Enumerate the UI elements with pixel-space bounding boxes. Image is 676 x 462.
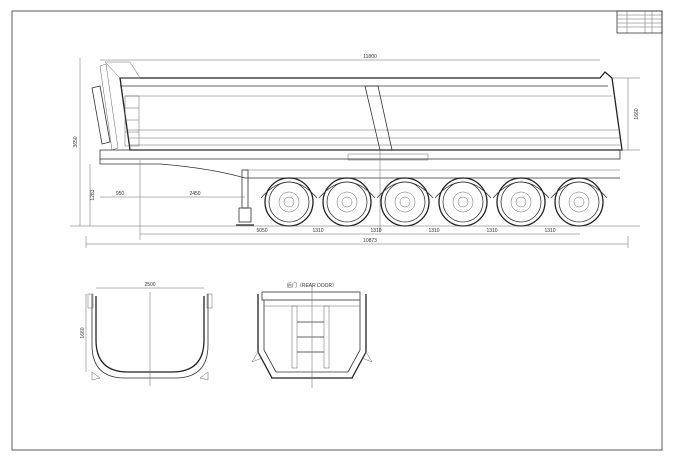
dim-overall-height: 3650: [73, 136, 79, 147]
dim-body-height: 1660: [634, 108, 640, 119]
rear-section-view: 后门（REAR DOOR）: [251, 282, 373, 388]
wheel: [550, 177, 608, 227]
mudguard: [492, 181, 550, 199]
front-section-view: 2500 1660: [80, 282, 213, 386]
dim-axle-spacing-2: 1310: [370, 228, 381, 234]
landing-gear: [236, 169, 254, 226]
drawing-border: [11, 10, 663, 451]
dim-axle-spacing-5: 1310: [544, 228, 555, 234]
dimensions: 11800 3650 1660 1283 950 2450 5050 1310 …: [73, 54, 640, 248]
dim-section-width: 2500: [144, 282, 155, 288]
wheel: [376, 177, 434, 227]
mudguard: [318, 181, 376, 199]
dim-king-pin-landing-gear: 2450: [189, 191, 200, 197]
mudguard: [434, 181, 492, 199]
side-view: 11800 3650 1660 1283 950 2450 5050 1310 …: [70, 54, 640, 248]
dim-axle-spacing-4: 1310: [486, 228, 497, 234]
wheel-group: [260, 177, 608, 227]
hydraulic-cylinder: [91, 63, 119, 151]
tipper-body: [104, 61, 623, 151]
wheel: [318, 177, 376, 227]
mudguard: [550, 181, 608, 199]
wheel: [260, 177, 318, 227]
dim-body-length: 11800: [363, 54, 377, 60]
mudguard: [376, 181, 434, 199]
dim-king-pin-front: 950: [116, 191, 125, 197]
wheel: [434, 177, 492, 227]
dim-fifth-wheel-height: 1283: [90, 189, 96, 200]
dim-overall-length: 10873: [363, 238, 377, 244]
dim-section-height: 1660: [80, 327, 86, 338]
mudguard: [260, 181, 318, 199]
rear-door-label: 后门（REAR DOOR）: [287, 282, 337, 289]
chassis-frame: [99, 149, 621, 179]
wheel: [492, 177, 550, 227]
title-block: [616, 10, 663, 34]
dim-axle-spacing-1: 1310: [312, 228, 323, 234]
dim-king-pin-first-axle: 5050: [256, 228, 267, 234]
dim-axle-spacing-3: 1310: [428, 228, 439, 234]
